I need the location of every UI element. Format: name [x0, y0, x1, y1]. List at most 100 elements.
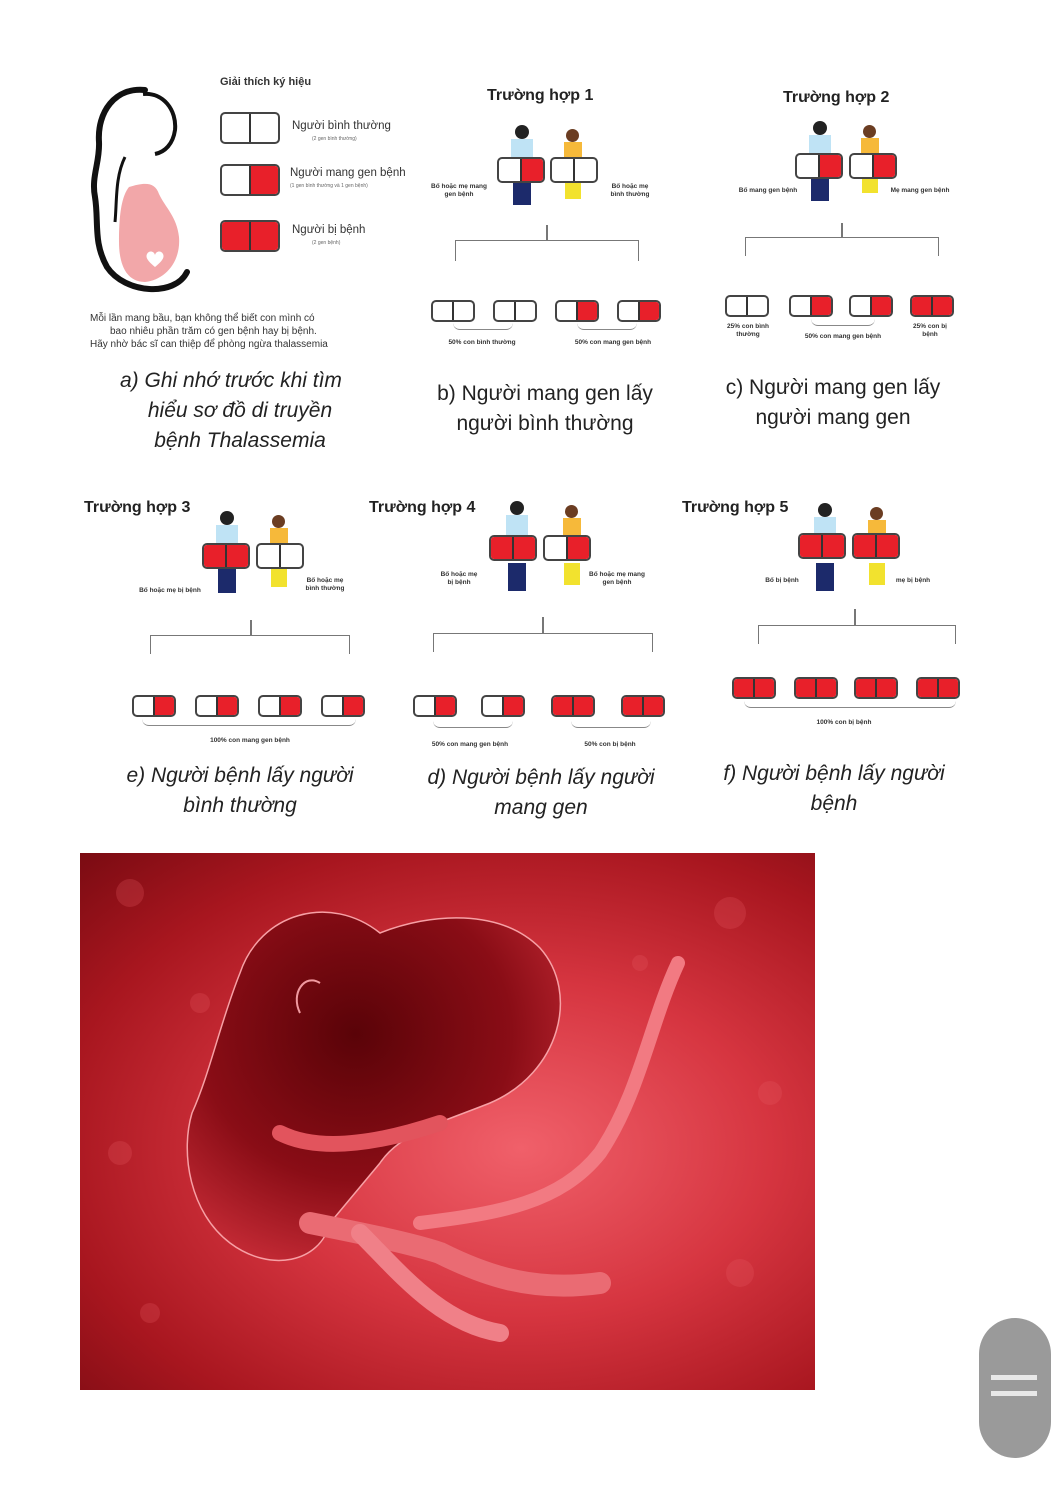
outcome-label: 50% con mang gen bệnh — [804, 333, 882, 340]
legend-carrier-label: Người mang gen bệnh — [290, 167, 406, 179]
mother-gene — [550, 157, 598, 183]
mother-figure — [559, 505, 585, 597]
case-title: Trường hợp 4 — [369, 499, 476, 516]
legend-title: Giải thích ký hiệu — [220, 76, 312, 88]
mother-gene — [543, 535, 591, 561]
family-tree-line — [433, 633, 653, 652]
brace — [744, 701, 956, 708]
tree-stem — [250, 620, 252, 635]
child-4-gene — [617, 300, 661, 322]
outcome-label: 50% con bị bệnh — [584, 741, 636, 748]
mother-gene — [852, 533, 900, 559]
outcome-label: 50% con mang gen bệnh — [431, 741, 509, 748]
caption-d: d) Người bệnh lấy người mang gen — [427, 766, 655, 819]
legend-affected-sub: (2 gen bệnh) — [312, 240, 341, 246]
mother-gene — [256, 543, 304, 569]
child-2-gene — [195, 695, 239, 717]
legend-normal-sub: (2 gen bình thường) — [312, 136, 357, 142]
mother-label: Bố hoặc mẹ bình thường — [610, 183, 650, 198]
caption-b: b) Người mang gen lấy người bình thường — [437, 382, 653, 435]
child-4-gene — [916, 677, 960, 699]
legend-affected-symbol — [220, 220, 280, 252]
case-title: Trường hợp 2 — [783, 89, 890, 106]
mother-label: Mẹ mang gen bệnh — [890, 187, 950, 194]
family-tree-line — [150, 635, 350, 654]
child-1-gene — [431, 300, 475, 322]
mother-label: mẹ bị bệnh — [895, 577, 931, 584]
outcome-label: 50% con bình thường — [448, 339, 516, 346]
child-3-gene — [551, 695, 595, 717]
brace — [433, 721, 513, 728]
child-1-gene — [732, 677, 776, 699]
tree-stem — [542, 617, 544, 633]
legend-carrier-symbol — [220, 164, 280, 196]
child-2-gene — [493, 300, 537, 322]
case-title: Trường hợp 3 — [84, 499, 191, 516]
family-tree-line — [745, 237, 939, 256]
child-3-gene — [258, 695, 302, 717]
father-figure — [212, 511, 242, 607]
child-1-gene — [413, 695, 457, 717]
father-label: Bố mang gen bệnh — [738, 187, 798, 194]
family-tree-line — [455, 240, 639, 261]
fetus-illustration — [108, 879, 782, 1342]
outcome-label: 25% con bị bệnh — [913, 323, 947, 338]
legend-normal-label: Người bình thường — [292, 120, 391, 132]
case-title: Trường hợp 5 — [682, 499, 789, 516]
outcome-label: 100% con mang gen bệnh — [210, 737, 290, 744]
legend-note: Mỗi lần mang bầu, bạn không thể biết con… — [90, 313, 328, 350]
legend-affected-label: Người bị bệnh — [292, 224, 366, 236]
child-2-gene — [789, 295, 833, 317]
caption-c: c) Người mang gen lấy người mang gen — [725, 376, 941, 429]
fetus-image — [80, 853, 815, 1390]
outcome-label: 100% con bị bệnh — [816, 719, 872, 726]
brace — [577, 323, 637, 330]
legend-carrier-sub: (1 gen bình thường và 1 gen bệnh) — [290, 183, 368, 189]
outcome-label: 50% con mang gen bệnh — [574, 339, 652, 346]
case-5-panel: Trường hợp 5 Bố bị bệnh mẹ bị bệnh 100% … — [678, 495, 968, 825]
case-3-panel: Trường hợp 3 Bố hoặc mẹ bị bệnh Bố hoặc … — [80, 495, 370, 825]
father-label: Bố bị bệnh — [765, 577, 799, 584]
scroll-handle[interactable] — [979, 1318, 1051, 1458]
tree-stem — [841, 223, 843, 237]
family-tree-line — [758, 625, 956, 644]
child-1-gene — [132, 695, 176, 717]
father-gene — [497, 157, 545, 183]
caption-a: a) Ghi nhớ trước khi tìm hiểu sơ đồ di t… — [120, 369, 342, 452]
caption-f: f) Người bệnh lấy người bệnh — [723, 762, 945, 815]
pregnant-woman-icon — [91, 86, 190, 293]
father-gene — [202, 543, 250, 569]
brace — [453, 323, 513, 330]
caption-e: e) Người bệnh lấy người bình thường — [126, 764, 354, 817]
brace — [811, 319, 875, 326]
legend-normal-symbol — [220, 112, 280, 144]
father-gene — [795, 153, 843, 179]
child-1-gene — [725, 295, 769, 317]
case-2-panel: Trường hợp 2 Bố mang gen bệnh Mẹ mang ge… — [715, 85, 965, 445]
mother-label: Bố hoặc mẹ bình thường — [305, 577, 345, 592]
tree-stem — [546, 225, 548, 240]
child-4-gene — [910, 295, 954, 317]
father-label: Bố hoặc mẹ bị bệnh — [139, 587, 201, 594]
case-1-panel: Trường hợp 1 Bố hoặc mẹ mang gen bệnh Bố… — [425, 85, 670, 445]
brace — [571, 721, 651, 728]
father-label: Bố hoặc mẹ mang gen bệnh — [431, 183, 487, 198]
child-3-gene — [555, 300, 599, 322]
child-2-gene — [481, 695, 525, 717]
child-3-gene — [854, 677, 898, 699]
father-gene — [798, 533, 846, 559]
child-4-gene — [321, 695, 365, 717]
child-3-gene — [849, 295, 893, 317]
case-4-panel: Trường hợp 4 Bố hoặc mẹ bị bệnh Bố hoặc … — [365, 495, 675, 825]
mother-label: Bố hoặc mẹ mang gen bệnh — [589, 571, 645, 586]
legend-panel: Giải thích ký hiệu Người bình thường (2 … — [80, 60, 420, 460]
brace — [142, 719, 356, 726]
child-2-gene — [794, 677, 838, 699]
child-4-gene — [621, 695, 665, 717]
mother-gene — [849, 153, 897, 179]
father-gene — [489, 535, 537, 561]
case-title: Trường hợp 1 — [487, 87, 594, 104]
father-label: Bố hoặc mẹ bị bệnh — [440, 571, 478, 586]
tree-stem — [854, 609, 856, 625]
outcome-label: 25% con bình thường — [727, 323, 769, 338]
